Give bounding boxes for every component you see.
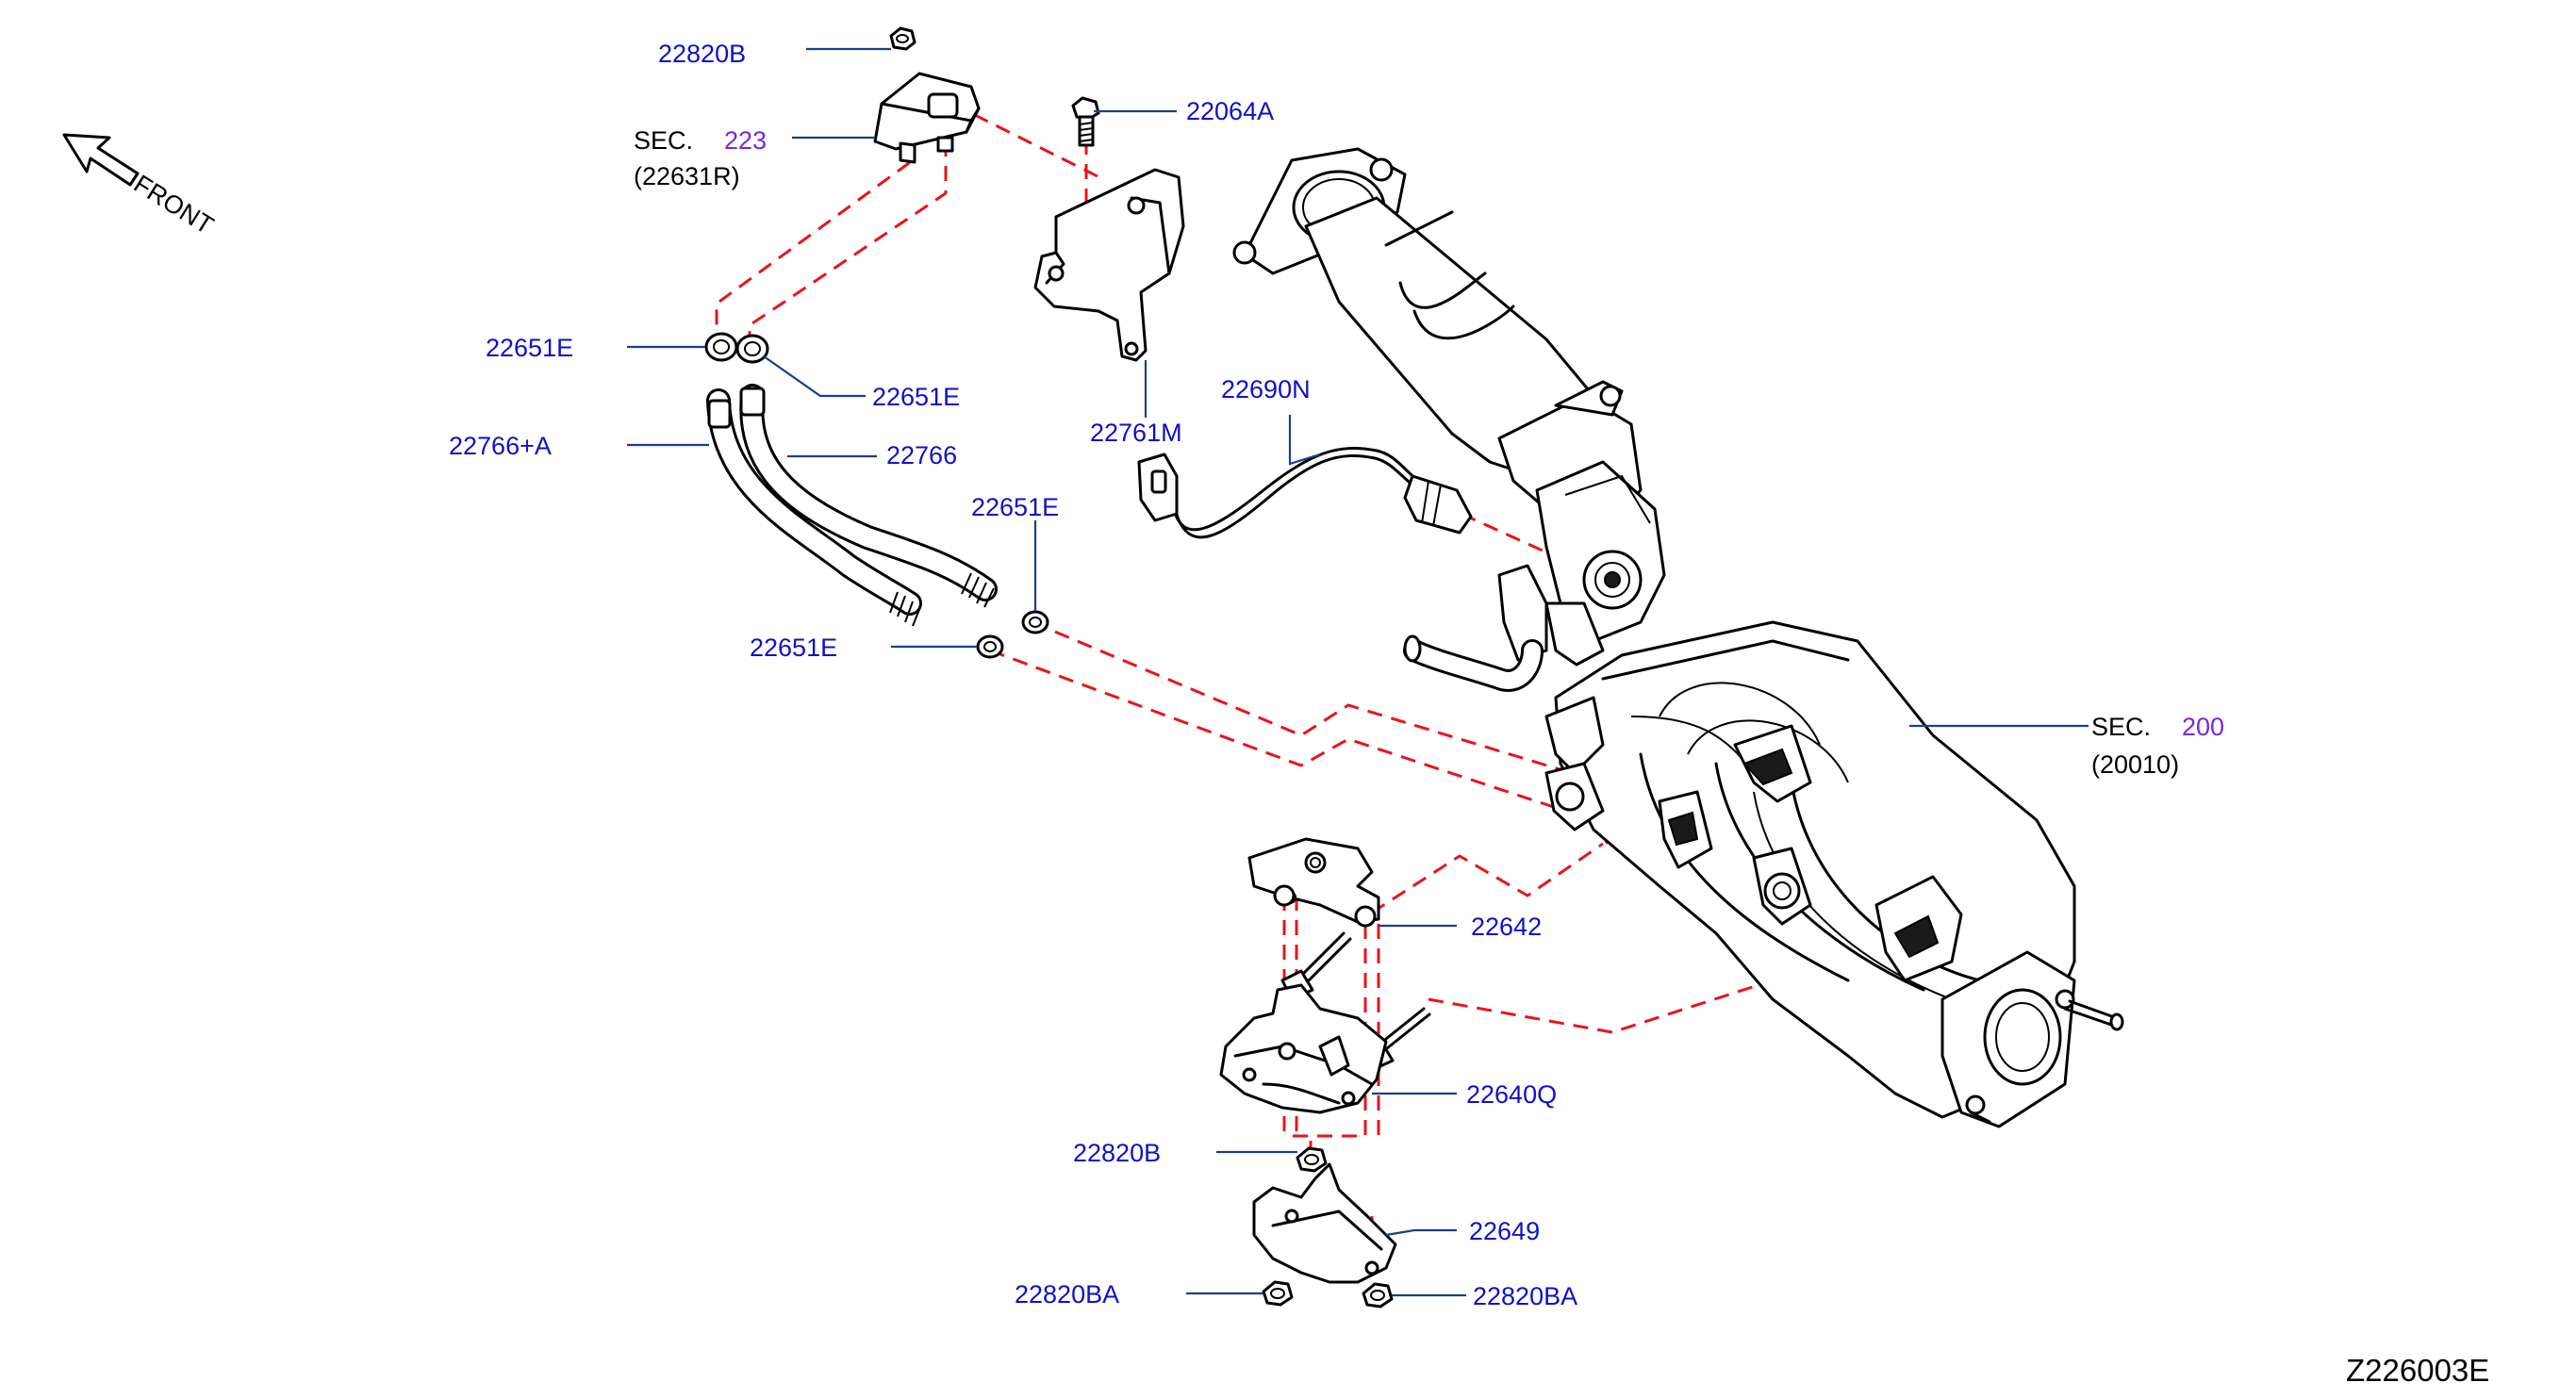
nut-22820BA-left xyxy=(1262,1280,1294,1307)
label-sec-prefix-223: SEC. xyxy=(634,126,693,155)
label-sec-ref-20010: (20010) xyxy=(2091,750,2179,779)
heat-shield-22640Q xyxy=(1219,983,1388,1114)
label-22651E-c: 22651E xyxy=(971,493,1059,521)
label-22651E-a: 22651E xyxy=(486,334,573,362)
label-22642: 22642 xyxy=(1471,913,1542,941)
label-22064A: 22064A xyxy=(1186,97,1274,125)
label-22649: 22649 xyxy=(1469,1217,1540,1245)
pressure-sensor-part xyxy=(873,72,981,164)
bypass-tube xyxy=(1403,634,1544,692)
clamp-22651E-d xyxy=(976,634,1004,659)
catalytic-converter xyxy=(1232,147,1666,667)
label-22690N: 22690N xyxy=(1221,375,1311,403)
label-22651E-b: 22651E xyxy=(872,383,960,411)
bracket-22642 xyxy=(1247,837,1380,928)
nut-22820B-top xyxy=(889,26,916,51)
clamp-22651E-b xyxy=(735,334,769,364)
hose-22766A xyxy=(706,388,922,627)
part-labels: 22820B 22064A SEC. 223 (22631R) 22651E 2… xyxy=(449,40,2489,1388)
label-22820B-top: 22820B xyxy=(658,40,746,68)
nut-22820BA-right xyxy=(1362,1282,1394,1308)
front-label: FRONT xyxy=(129,170,219,240)
clamp-22651E-c xyxy=(1021,610,1049,634)
sensor-harness-22690N xyxy=(1137,447,1473,539)
label-22651E-d: 22651E xyxy=(750,634,837,662)
diagram-code: Z226003E xyxy=(2346,1353,2489,1388)
label-22766: 22766 xyxy=(886,441,957,469)
label-22640Q: 22640Q xyxy=(1466,1080,1557,1109)
clamp-22651E-a xyxy=(704,332,738,362)
bolt-22064A xyxy=(1071,96,1100,147)
bracket-22761M xyxy=(1033,168,1185,362)
leader-lines xyxy=(627,47,2089,1297)
label-22761M: 22761M xyxy=(1090,419,1182,447)
label-22820B-mid: 22820B xyxy=(1073,1139,1161,1167)
nut-22820B-mid xyxy=(1296,1146,1328,1173)
plate-22649 xyxy=(1252,1162,1397,1284)
label-sec-223: 223 xyxy=(724,126,767,155)
label-22820BA-left: 22820BA xyxy=(1015,1280,1119,1308)
label-22820BA-right: 22820BA xyxy=(1473,1282,1577,1310)
hose-22766 xyxy=(739,384,998,608)
label-sec-ref-22631R: (22631R) xyxy=(634,162,740,190)
label-22766A: 22766+A xyxy=(449,432,552,460)
diesel-particulate-filter xyxy=(1544,620,2124,1128)
label-sec-200: 200 xyxy=(2182,713,2224,741)
label-sec-prefix-200: SEC. xyxy=(2091,713,2151,741)
front-arrow-icon xyxy=(62,133,140,187)
